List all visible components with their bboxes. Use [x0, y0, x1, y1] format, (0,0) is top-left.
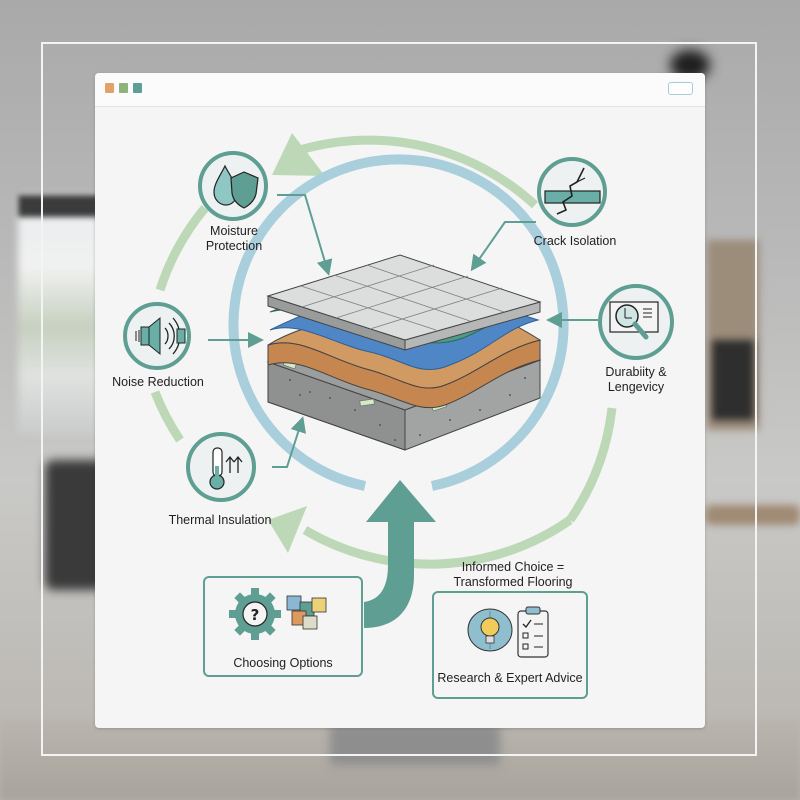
background-window — [18, 195, 100, 435]
window-dot-green[interactable] — [119, 83, 128, 93]
tagline-line-1: Informed Choice = — [461, 560, 565, 574]
label-line: Thermal Insulation — [168, 513, 272, 527]
tagline: Informed Choice = Transformed Flooring — [438, 560, 588, 590]
background-window-frame — [18, 195, 100, 217]
label-line: Durabiity & — [605, 365, 667, 379]
outer-frame — [41, 42, 757, 756]
benefit-label-noise: Noise Reduction — [108, 375, 208, 390]
water-drop-shield-icon — [213, 164, 259, 209]
label-line: Moisture — [210, 224, 258, 238]
chat-bubble-icon[interactable] — [668, 82, 693, 95]
layered-floor-illustration — [266, 254, 542, 451]
cracked-slab-icon — [544, 167, 601, 215]
speaker-sound-icon — [135, 316, 186, 356]
cycle-ring — [150, 135, 617, 569]
window-dot-teal[interactable] — [133, 83, 142, 93]
background-tv — [712, 340, 754, 420]
card-label: Research & Expert Advice — [437, 671, 583, 685]
option-tiles-icon — [286, 595, 327, 630]
clipboard-checklist-icon — [517, 606, 549, 658]
window-dot-orange[interactable] — [105, 83, 114, 93]
window-titlebar — [95, 73, 705, 107]
benefit-label-crack: Crack Isolation — [520, 234, 630, 249]
magnifier-document-icon — [609, 301, 659, 340]
card-research-advice[interactable]: Research & Expert Advice — [432, 591, 588, 699]
tagline-line-2: Transformed Flooring — [453, 575, 573, 589]
cycle-arrowhead-top — [272, 133, 325, 176]
label-line: Protection — [205, 239, 263, 253]
connector-arrows — [208, 194, 598, 468]
background-rug — [330, 725, 500, 765]
benefit-thermal[interactable] — [186, 432, 256, 502]
inner-blue-ring — [228, 154, 569, 491]
benefit-noise[interactable] — [123, 302, 191, 370]
progress-up-arrow — [364, 480, 436, 628]
cycle-arrowhead-bottom — [268, 506, 307, 553]
benefit-label-moisture: Moisture Protection — [198, 224, 270, 254]
brain-lightbulb-icon — [467, 608, 513, 652]
label-line: Lengevicy — [607, 380, 665, 394]
benefit-durability[interactable] — [598, 284, 674, 360]
gear-question-icon: ? — [229, 588, 281, 640]
label-line: Noise Reduction — [112, 375, 204, 389]
label-line: Crack Isolation — [533, 234, 617, 248]
thermometer-arrows-icon — [209, 447, 243, 490]
card-choosing-options[interactable]: Choosing Options — [203, 576, 363, 677]
card-label: Choosing Options — [233, 656, 333, 670]
svg-text:?: ? — [251, 606, 260, 624]
benefit-moisture[interactable] — [198, 151, 268, 221]
background-table — [705, 505, 800, 525]
benefit-label-durability: Durabiity & Lengevicy — [595, 365, 677, 395]
benefit-crack[interactable] — [537, 157, 607, 227]
benefit-label-thermal: Thermal Insulation — [160, 513, 280, 528]
